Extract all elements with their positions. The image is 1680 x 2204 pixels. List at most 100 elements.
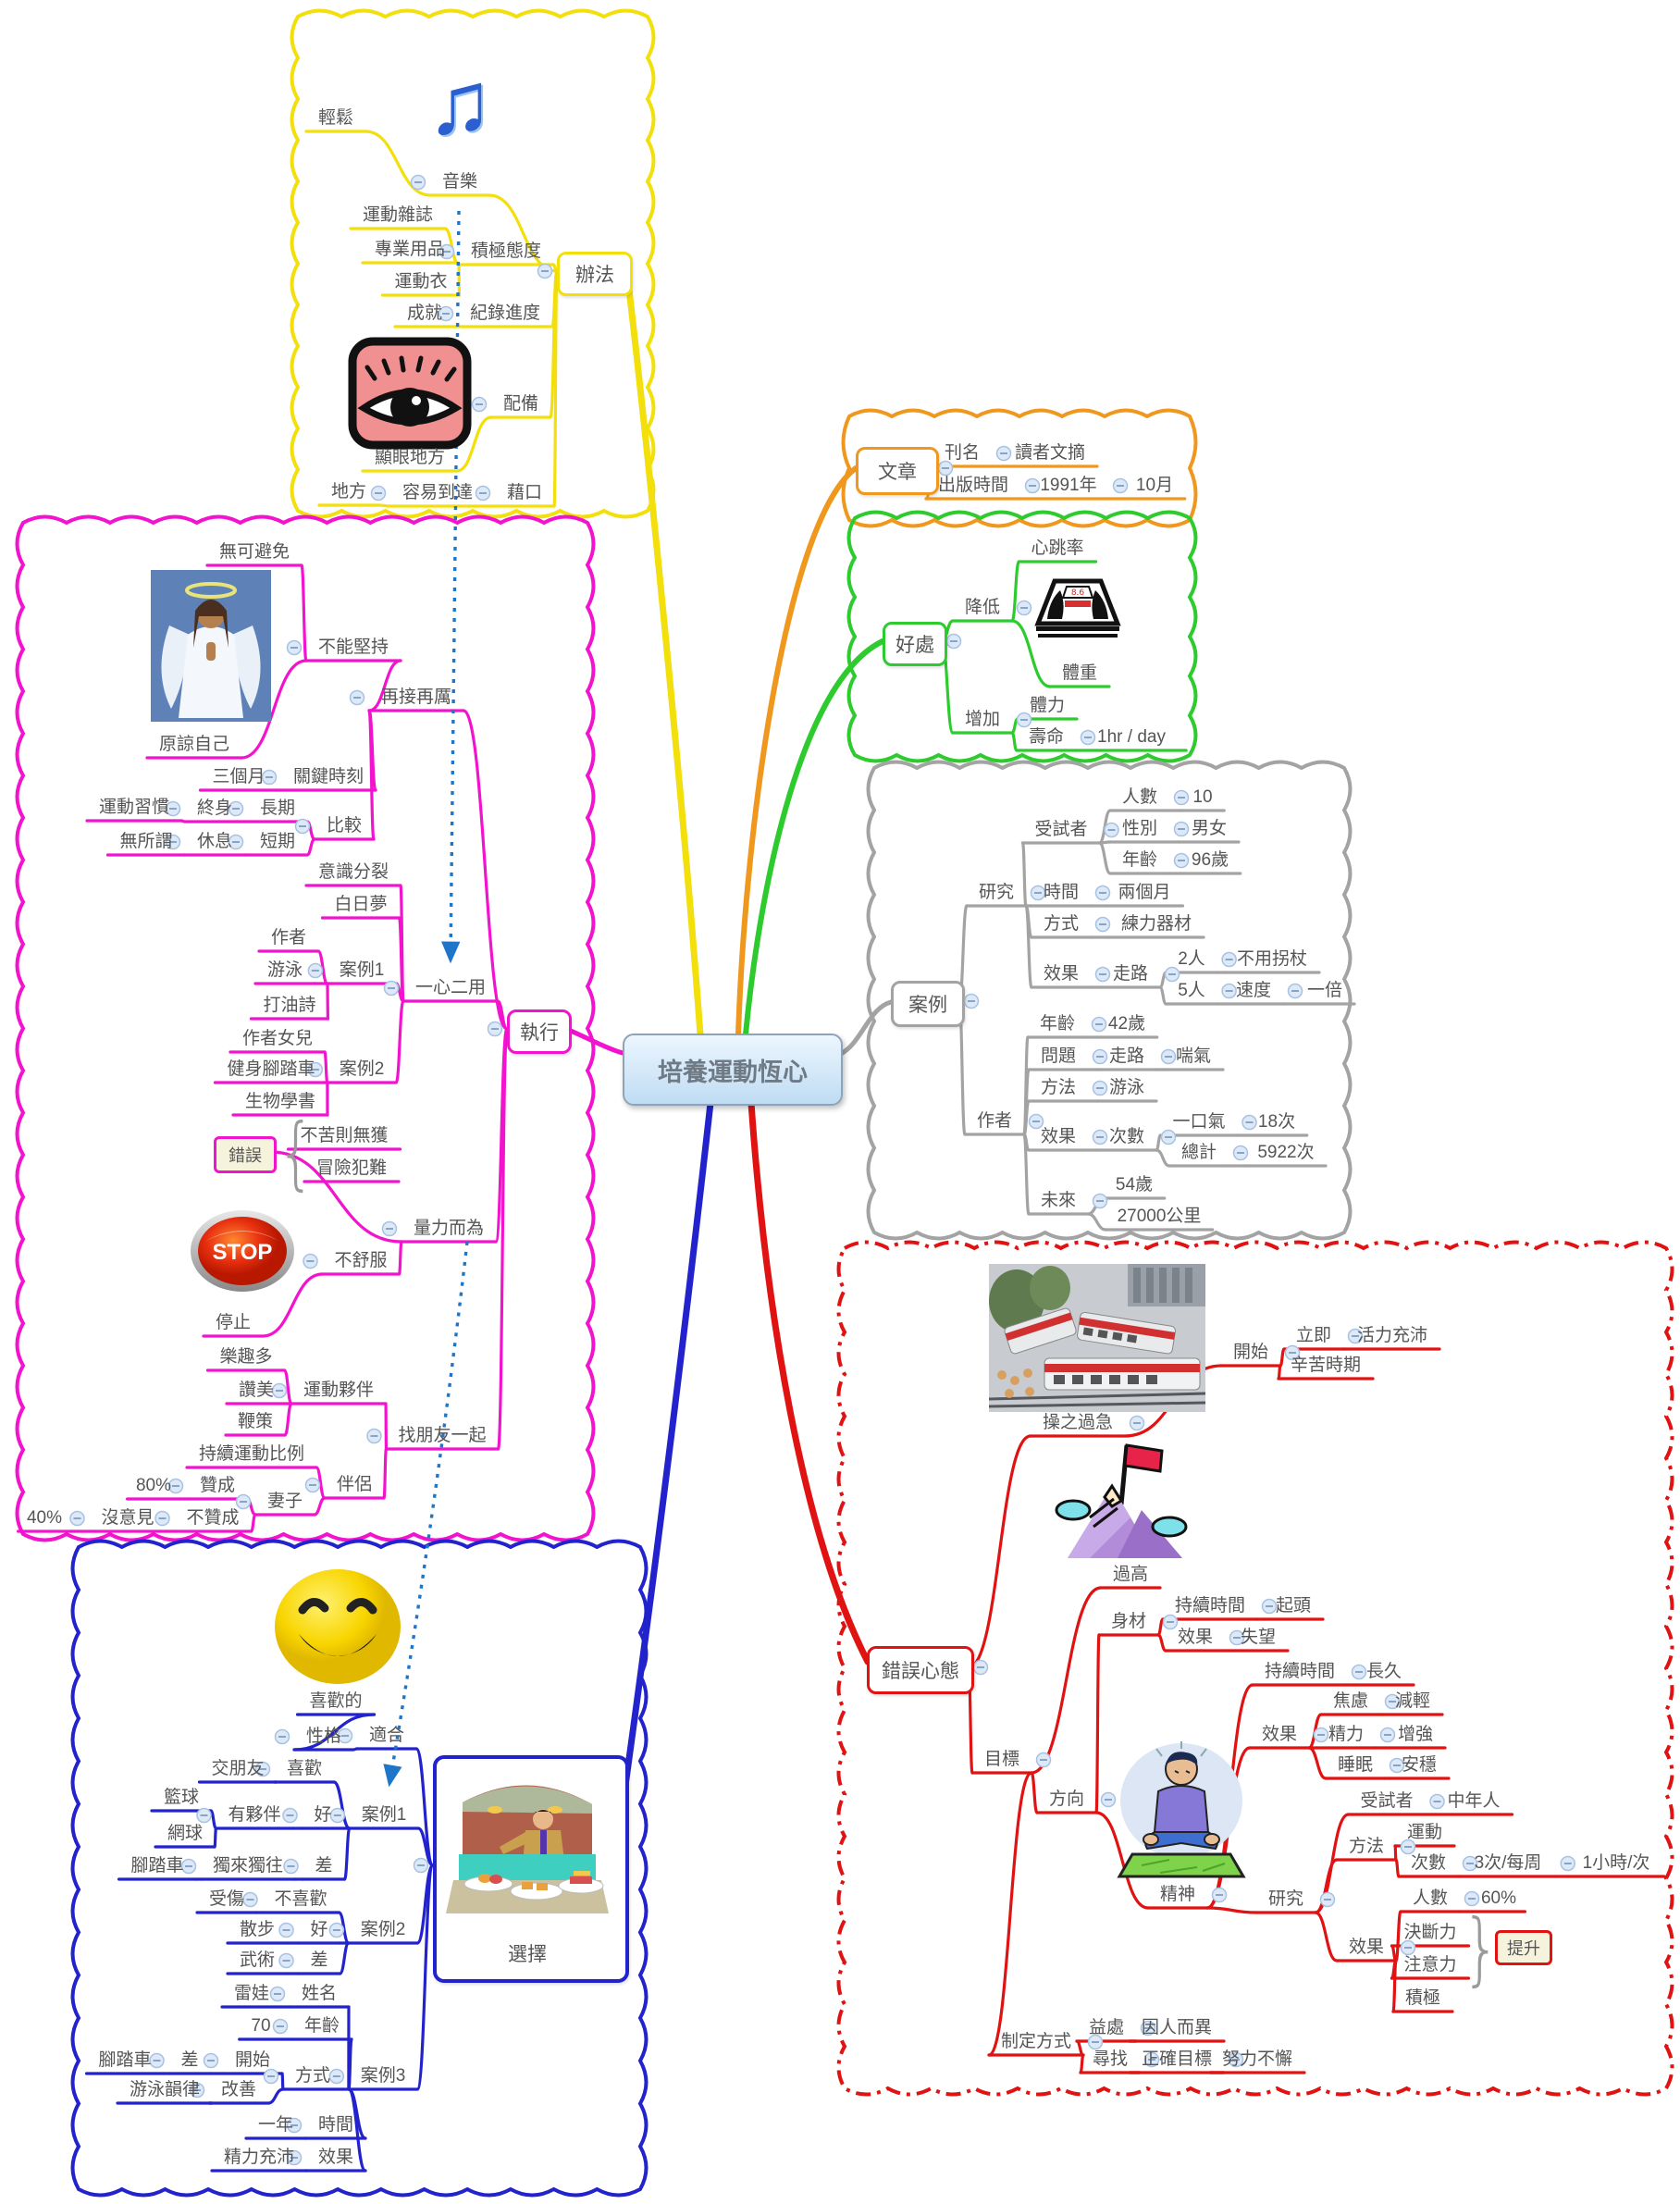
node-r1[interactable]: 操之過急 xyxy=(1042,1413,1114,1433)
collapse-icon[interactable] xyxy=(1313,1727,1329,1743)
node-c19[interactable]: 一倍 xyxy=(1306,981,1343,1001)
node-xuan_ze-label[interactable]: 選擇 xyxy=(508,1943,547,1965)
node-g5[interactable]: 體力 xyxy=(1029,696,1066,716)
collapse-icon[interactable] xyxy=(1030,885,1046,901)
central-topic[interactable]: 培養運動恆心 xyxy=(623,1034,843,1106)
node-m37[interactable]: 持續運動比例 xyxy=(198,1444,305,1465)
node-m16[interactable]: 白日夢 xyxy=(334,895,388,915)
node-b11[interactable]: 差 xyxy=(315,1856,333,1876)
node-zhi_xing[interactable]: 執行 xyxy=(507,1009,572,1054)
node-b34[interactable]: 效果 xyxy=(317,2148,354,2168)
collapse-icon[interactable] xyxy=(337,1727,353,1744)
node-r5[interactable]: 辛苦時期 xyxy=(1290,1356,1362,1376)
node-m20[interactable]: 打油詩 xyxy=(263,996,316,1016)
node-c5[interactable]: 性別 xyxy=(1121,819,1158,839)
node-c3[interactable]: 人數 xyxy=(1121,787,1158,808)
node-r11[interactable]: 起頭 xyxy=(1275,1596,1312,1616)
smiley-face-icon[interactable] xyxy=(271,1567,404,1686)
node-m25[interactable]: 量力而為 xyxy=(413,1219,485,1239)
node-c36[interactable]: 27000公里 xyxy=(1117,1207,1202,1227)
node-m40[interactable]: 80% xyxy=(135,1476,172,1496)
node-hao_chu[interactable]: 好處 xyxy=(883,622,947,666)
collapse-icon[interactable] xyxy=(1284,1344,1301,1361)
collapse-icon[interactable] xyxy=(1173,852,1190,869)
node-b15[interactable]: 不喜歡 xyxy=(274,1889,327,1910)
collapse-icon[interactable] xyxy=(963,993,980,1009)
node-g7[interactable]: 1hr / day xyxy=(1097,727,1166,748)
collapse-icon[interactable] xyxy=(1400,1839,1416,1855)
node-r29[interactable]: 次數 xyxy=(1410,1853,1447,1874)
node-y3[interactable]: 積極態度 xyxy=(470,241,542,262)
node-g2[interactable]: 心跳率 xyxy=(1031,539,1084,559)
node-y4[interactable]: 運動雜誌 xyxy=(362,205,434,226)
node-b7[interactable]: 好 xyxy=(314,1805,332,1826)
node-c4[interactable]: 10 xyxy=(1192,787,1213,808)
node-r30[interactable]: 3次/每周 xyxy=(1474,1853,1542,1874)
collapse-icon[interactable] xyxy=(1028,1113,1044,1130)
node-m32[interactable]: 運動夥伴 xyxy=(303,1381,375,1401)
node-m33[interactable]: 樂趣多 xyxy=(219,1347,273,1368)
node-c1[interactable]: 研究 xyxy=(978,883,1015,903)
node-m11[interactable]: 短期 xyxy=(259,832,296,852)
node-c30[interactable]: 一口氣 xyxy=(1172,1112,1226,1133)
collapse-icon[interactable] xyxy=(1129,1415,1145,1431)
node-b30[interactable]: 改善 xyxy=(220,2080,257,2100)
collapse-icon[interactable] xyxy=(1173,821,1190,837)
node-m12[interactable]: 休息 xyxy=(196,832,233,852)
collapse-icon[interactable] xyxy=(154,1510,170,1527)
node-c21[interactable]: 年齡 xyxy=(1039,1014,1076,1034)
node-b31[interactable]: 游泳韻律 xyxy=(129,2080,201,2100)
collapse-icon[interactable] xyxy=(228,800,244,817)
node-o5[interactable]: 10月 xyxy=(1135,476,1174,496)
node-b21[interactable]: 案例3 xyxy=(360,2066,406,2086)
node-y2[interactable]: 輕鬆 xyxy=(317,108,354,129)
node-o3[interactable]: 出版時間 xyxy=(937,476,1009,496)
node-r8[interactable]: 方向 xyxy=(1048,1789,1085,1810)
relationship-arrow[interactable] xyxy=(383,1241,469,1788)
node-y10[interactable]: 顯眼地方 xyxy=(374,448,446,468)
collapse-icon[interactable] xyxy=(995,445,1012,462)
praying-angel-image[interactable] xyxy=(151,570,271,722)
node-c27[interactable]: 游泳 xyxy=(1108,1078,1145,1098)
node-b26[interactable]: 方式 xyxy=(294,2066,331,2086)
node-m42[interactable]: 沒意見 xyxy=(101,1508,154,1529)
node-b4[interactable]: 案例1 xyxy=(361,1805,407,1826)
node-y8[interactable]: 成就 xyxy=(406,303,443,324)
node-b35[interactable]: 精力充沛 xyxy=(223,2148,295,2168)
node-b2[interactable]: 性格 xyxy=(305,1727,342,1747)
collapse-icon[interactable] xyxy=(303,1253,318,1269)
collapse-icon[interactable] xyxy=(307,1061,324,1078)
node-g3[interactable]: 體重 xyxy=(1061,663,1098,684)
collapse-icon[interactable] xyxy=(1462,1855,1478,1872)
collapse-icon[interactable] xyxy=(972,1659,989,1676)
bakery-counter-image[interactable] xyxy=(444,1765,611,1925)
node-c9[interactable]: 時間 xyxy=(1043,883,1080,903)
collapse-icon[interactable] xyxy=(307,962,324,979)
collapse-icon[interactable] xyxy=(274,1728,290,1745)
collapse-icon[interactable] xyxy=(165,800,181,817)
collapse-icon[interactable] xyxy=(1173,789,1190,806)
node-m4[interactable]: 原諒自己 xyxy=(158,735,230,755)
node-b19[interactable]: 差 xyxy=(310,1950,328,1971)
collapse-icon[interactable] xyxy=(410,174,426,191)
node-c26[interactable]: 方法 xyxy=(1040,1078,1077,1098)
node-c11[interactable]: 方式 xyxy=(1043,914,1080,935)
node-m1[interactable]: 再接再厲 xyxy=(380,687,452,708)
node-r35[interactable]: 決斷力 xyxy=(1403,1923,1457,1943)
collapse-icon[interactable] xyxy=(328,2068,345,2085)
node-o1[interactable]: 刊名 xyxy=(944,443,981,464)
music-note-icon[interactable]: ♫ xyxy=(426,54,493,153)
collapse-icon[interactable] xyxy=(439,243,455,260)
node-r41[interactable]: 因人而異 xyxy=(1141,2018,1213,2038)
collapse-icon[interactable] xyxy=(1016,600,1032,616)
node-r39[interactable]: 制定方式 xyxy=(1000,2032,1072,2052)
node-b29[interactable]: 腳踏車 xyxy=(98,2050,152,2071)
collapse-icon[interactable] xyxy=(1379,1727,1396,1743)
node-m14[interactable]: 一心二用 xyxy=(414,978,487,998)
train-wreck-image[interactable] xyxy=(989,1264,1205,1412)
collapse-icon[interactable] xyxy=(272,2018,289,2035)
node-b27[interactable]: 開始 xyxy=(234,2050,271,2071)
collapse-icon[interactable] xyxy=(1091,1016,1107,1033)
collapse-icon[interactable] xyxy=(286,2117,303,2134)
node-r18[interactable]: 焦慮 xyxy=(1332,1691,1369,1712)
